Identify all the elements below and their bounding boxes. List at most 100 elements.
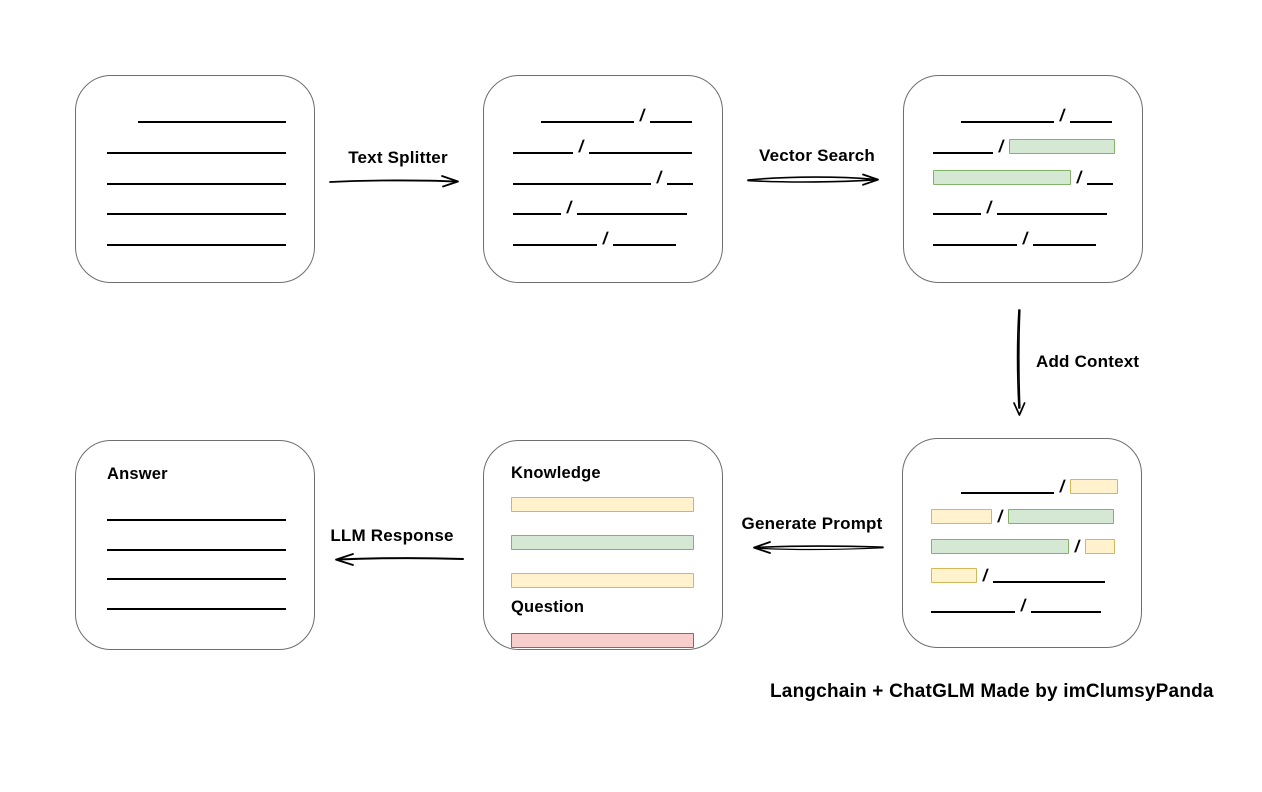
segment-row: / (933, 198, 1114, 218)
segment-row: / (933, 229, 1114, 248)
answer-label: Answer (107, 465, 168, 483)
llm-response-arrow-left-icon (335, 553, 464, 566)
text-line (107, 578, 286, 581)
segment-row: / (513, 106, 694, 125)
text-line (107, 607, 286, 610)
indent-gap (107, 122, 138, 123)
text-line (107, 548, 286, 551)
vector-result-lines: ///// (933, 106, 1115, 248)
segment-row (107, 563, 286, 581)
answer-box: Answer (75, 440, 315, 650)
generate-prompt-label: Generate Prompt (741, 514, 883, 533)
slash-separator: / (1019, 596, 1028, 615)
text-line (576, 213, 687, 216)
vector-search-arrow-right-icon (747, 173, 879, 186)
text-line (513, 151, 573, 154)
llm-response-label: LLM Response (330, 526, 454, 545)
segment-row: / (933, 106, 1114, 125)
text-line (513, 213, 561, 216)
add-context-arrow-down-icon (1013, 309, 1026, 416)
knowledge-label: Knowledge (511, 464, 601, 482)
slash-separator: / (565, 198, 574, 218)
indent-gap (933, 122, 961, 123)
segment-row: / (513, 168, 694, 187)
indent-gap (931, 493, 961, 494)
highlight-bar-yellow (511, 497, 694, 512)
highlight-bar-green (1008, 138, 1115, 154)
text-line (588, 151, 692, 154)
text-line (107, 244, 286, 246)
segment-row (107, 229, 286, 246)
highlight-bar-yellow (511, 573, 694, 588)
segment-row (107, 198, 286, 216)
segment-row: / (513, 229, 694, 248)
split-chunks-box: / / / / / (483, 75, 723, 283)
text-splitter-arrow-right-icon (329, 175, 459, 188)
text-line (107, 151, 286, 154)
slash-separator: / (1073, 536, 1082, 556)
indent-gap (513, 122, 541, 123)
segment-row: / (931, 536, 1115, 556)
text-line (931, 611, 1015, 613)
vector-result-box: ///// (903, 75, 1143, 283)
slash-separator: / (1058, 106, 1067, 125)
highlight-bar-yellow (1084, 538, 1115, 554)
segment-row (107, 504, 286, 521)
slash-separator: / (981, 566, 990, 586)
text-line (1032, 244, 1096, 246)
text-line (996, 213, 1107, 216)
segment-row (511, 495, 694, 512)
vector-search-label: Vector Search (759, 146, 875, 165)
slash-separator: / (1021, 229, 1030, 248)
segment-row (511, 533, 694, 550)
text-line (1030, 611, 1101, 613)
segment-row: / (931, 507, 1114, 526)
segment-row: / (931, 596, 1114, 615)
text-line (1086, 182, 1113, 185)
highlight-bar-yellow (1069, 479, 1118, 494)
segment-row (107, 593, 286, 610)
text-line (107, 519, 286, 521)
segment-row (107, 534, 286, 551)
document-lines (107, 106, 286, 246)
text-line (992, 581, 1105, 584)
text-line (933, 151, 993, 154)
segment-row: / (513, 198, 694, 218)
text-splitter-label: Text Splitter (348, 148, 448, 167)
text-line (649, 121, 692, 123)
context-box: / / / / / (902, 438, 1142, 648)
add-context-label: Add Context (1036, 352, 1140, 371)
prompt-box: Knowledge Question (483, 440, 723, 650)
text-line (612, 244, 676, 246)
segment-row: / (931, 566, 1114, 586)
highlight-bar-green (511, 535, 694, 550)
highlight-bar-green (1007, 508, 1114, 524)
highlight-bar-green (933, 169, 1071, 185)
highlight-bar-red (511, 633, 694, 648)
slash-separator: / (1075, 167, 1084, 187)
text-line (933, 213, 981, 216)
segment-row (107, 106, 286, 123)
question-label: Question (511, 598, 585, 616)
text-line (138, 121, 286, 123)
segment-row (107, 168, 286, 185)
segment-row (511, 571, 694, 588)
text-line (541, 121, 634, 123)
segment-row (511, 631, 694, 648)
knowledge-bars (511, 495, 694, 588)
text-line (513, 244, 597, 246)
split-chunk-lines: / / / / / (513, 106, 694, 248)
segment-row: / (931, 477, 1118, 496)
highlight-bar-green (931, 538, 1069, 554)
slash-separator: / (985, 198, 994, 218)
answer-lines (107, 504, 286, 610)
slash-separator: / (577, 136, 586, 156)
slash-separator: / (1058, 477, 1067, 496)
slash-separator: / (601, 229, 610, 248)
highlight-bar-yellow (931, 568, 977, 584)
segment-row (107, 137, 286, 154)
text-line (961, 121, 1054, 123)
diagram-caption: Langchain + ChatGLM Made by imClumsyPand… (770, 681, 1214, 702)
question-bar (511, 631, 694, 648)
